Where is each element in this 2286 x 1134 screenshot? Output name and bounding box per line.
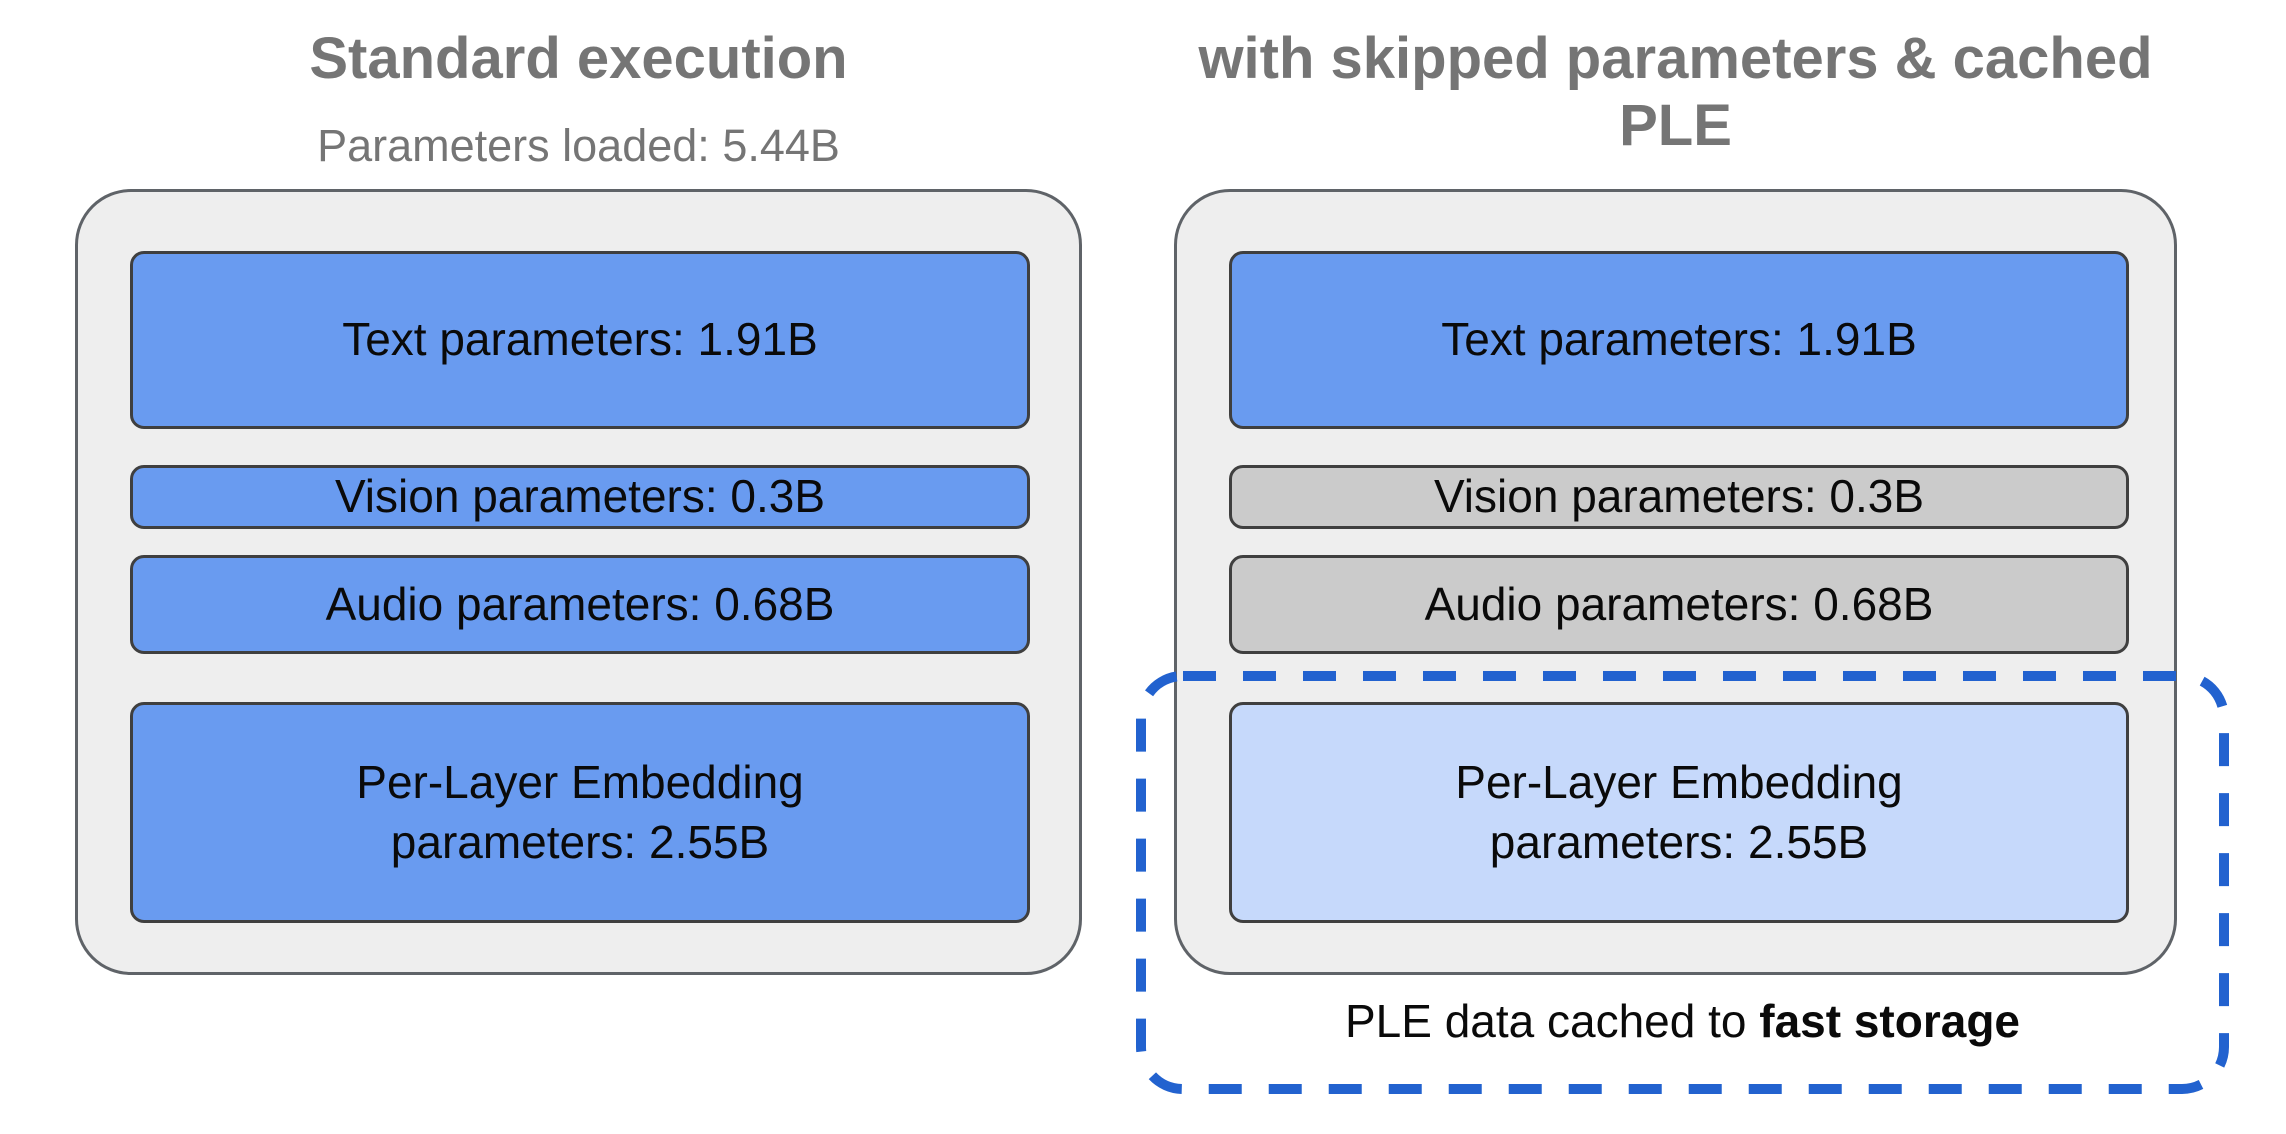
left-panel-title: Standard execution	[309, 26, 848, 91]
left-vision-params-label: Vision parameters: 0.3B	[334, 470, 826, 523]
right-audio-params-label: Audio parameters: 0.68B	[1424, 577, 1934, 630]
right-audio-params-box: Audio parameters: 0.68B	[1229, 555, 2129, 654]
left-panel-header: Standard execution Parameters loaded: 5.…	[75, 26, 1082, 173]
right-ple-params-label: Per-Layer Embedding parameters: 2.55B	[1455, 755, 1903, 868]
left-subtitle-label: Parameters loaded:	[317, 119, 723, 171]
left-vision-params-box: Vision parameters: 0.3B	[130, 465, 1030, 529]
right-ple-params-box: Per-Layer Embedding parameters: 2.55B	[1229, 702, 2129, 923]
skipped-cached-container: Text parameters: 1.91B Vision parameters…	[1174, 189, 2177, 975]
left-audio-params-box: Audio parameters: 0.68B	[130, 555, 1030, 654]
right-text-params-label: Text parameters: 1.91B	[1441, 313, 1917, 366]
left-audio-params-label: Audio parameters: 0.68B	[325, 577, 835, 630]
right-vision-params-label: Vision parameters: 0.3B	[1433, 470, 1925, 523]
left-text-params-label: Text parameters: 1.91B	[342, 313, 818, 366]
left-panel-subtitle: Parameters loaded: 5.44B	[75, 119, 1082, 173]
ple-cache-caption: PLE data cached to fast storage	[1141, 994, 2224, 1049]
left-subtitle-value: 5.44B	[722, 119, 840, 171]
standard-execution-container: Text parameters: 1.91B Vision parameters…	[75, 189, 1082, 975]
caption-bold-text: fast storage	[1759, 995, 2021, 1047]
right-text-params-box: Text parameters: 1.91B	[1229, 251, 2129, 429]
left-text-params-box: Text parameters: 1.91B	[130, 251, 1030, 429]
right-panel-title: with skipped parameters & cached PLE	[1198, 26, 2153, 158]
right-vision-params-box: Vision parameters: 0.3B	[1229, 465, 2129, 529]
left-ple-params-box: Per-Layer Embedding parameters: 2.55B	[130, 702, 1030, 923]
caption-prefix: PLE data cached to	[1344, 995, 1760, 1047]
left-ple-params-label: Per-Layer Embedding parameters: 2.55B	[356, 755, 804, 868]
